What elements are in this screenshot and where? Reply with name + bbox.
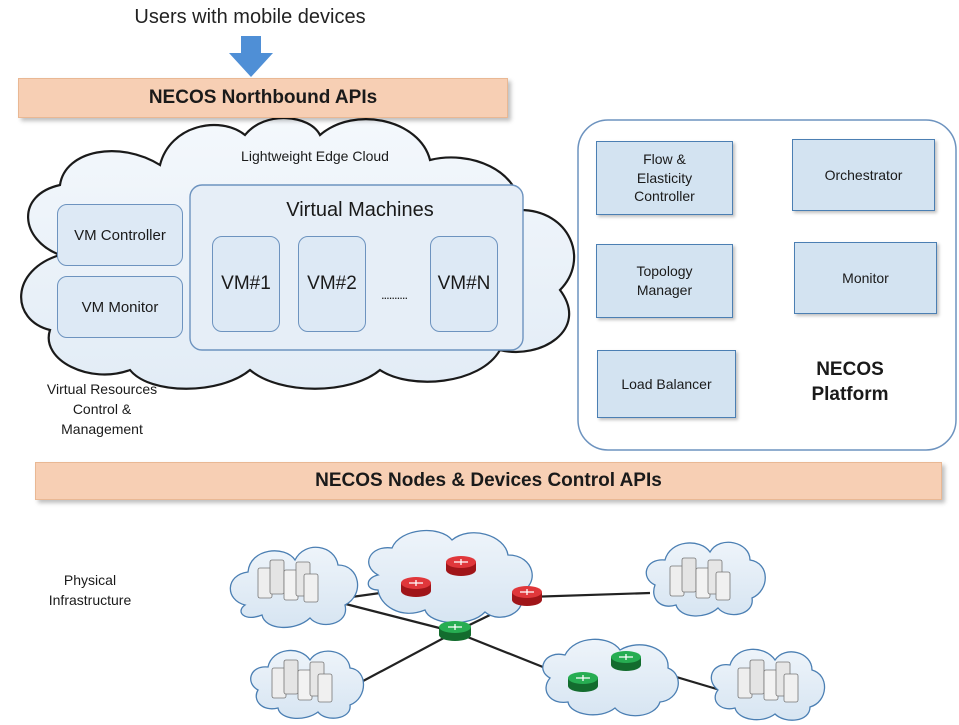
flow-controller-line-3: Controller <box>634 188 695 205</box>
virtual-resources-line-1: Virtual Resources <box>46 380 158 397</box>
router-green-2 <box>568 672 598 692</box>
router-green-1 <box>439 621 471 641</box>
orchestrator-box: Orchestrator <box>792 139 935 211</box>
northbound-api-bar: NECOS Northbound APIs <box>18 78 508 118</box>
virtual-resources-line-3: Management <box>61 421 143 438</box>
monitor-box: Monitor <box>794 242 937 314</box>
virtual-machines-title: Virtual Machines <box>286 198 434 221</box>
router-icons <box>401 556 641 692</box>
orchestrator-label: Orchestrator <box>824 166 903 183</box>
load-balancer-label: Load Balancer <box>621 375 712 392</box>
router-red-3 <box>512 586 542 606</box>
nodes-devices-api-bar: NECOS Nodes & Devices Control APIs <box>35 462 942 500</box>
flow-elasticity-controller-box: Flow & Elasticity Controller <box>596 141 733 215</box>
vm-box-1: VM#1 <box>212 236 280 332</box>
topology-manager-line-1: Topology <box>636 263 693 280</box>
vm-label: VM#1 <box>221 273 271 294</box>
monitor-label: Monitor <box>842 269 889 286</box>
router-green-3 <box>611 651 641 671</box>
vm-box-2: VM#2 <box>298 236 366 332</box>
physical-infrastructure-label: Physical Infrastructure <box>20 568 160 612</box>
necos-platform-line-2: Platform <box>811 384 889 405</box>
necos-platform-line-1: NECOS <box>816 359 884 381</box>
vm-controller-box: VM Controller <box>57 204 183 266</box>
vm-monitor-label: VM Monitor <box>81 298 159 316</box>
down-arrow-icon <box>229 36 273 77</box>
router-red-2 <box>401 577 431 597</box>
physical-line-1: Physical <box>63 571 117 588</box>
flow-controller-line-1: Flow & <box>643 150 686 167</box>
router-red-1 <box>446 556 476 576</box>
virtual-resources-label: Virtual Resources Control & Management <box>22 374 182 444</box>
vm-ellipsis: .......... <box>380 286 408 302</box>
vm-monitor-box: VM Monitor <box>57 276 183 338</box>
topology-manager-line-2: Manager <box>636 282 693 298</box>
necos-platform-label: NECOS Platform <box>780 355 920 411</box>
vm-label: VM#N <box>437 273 491 294</box>
users-mobile-label: Users with mobile devices <box>134 6 366 28</box>
virtual-resources-line-2: Control & <box>72 400 132 417</box>
load-balancer-box: Load Balancer <box>597 350 736 418</box>
vm-label: VM#2 <box>307 273 357 294</box>
edge-cloud-title: Lightweight Edge Cloud <box>241 148 389 164</box>
flow-controller-line-2: Elasticity <box>636 169 693 186</box>
physical-line-2: Infrastructure <box>48 592 132 608</box>
topology-manager-box: Topology Manager <box>596 244 733 318</box>
vm-box-n: VM#N <box>430 236 498 332</box>
vm-controller-label: VM Controller <box>74 226 166 244</box>
